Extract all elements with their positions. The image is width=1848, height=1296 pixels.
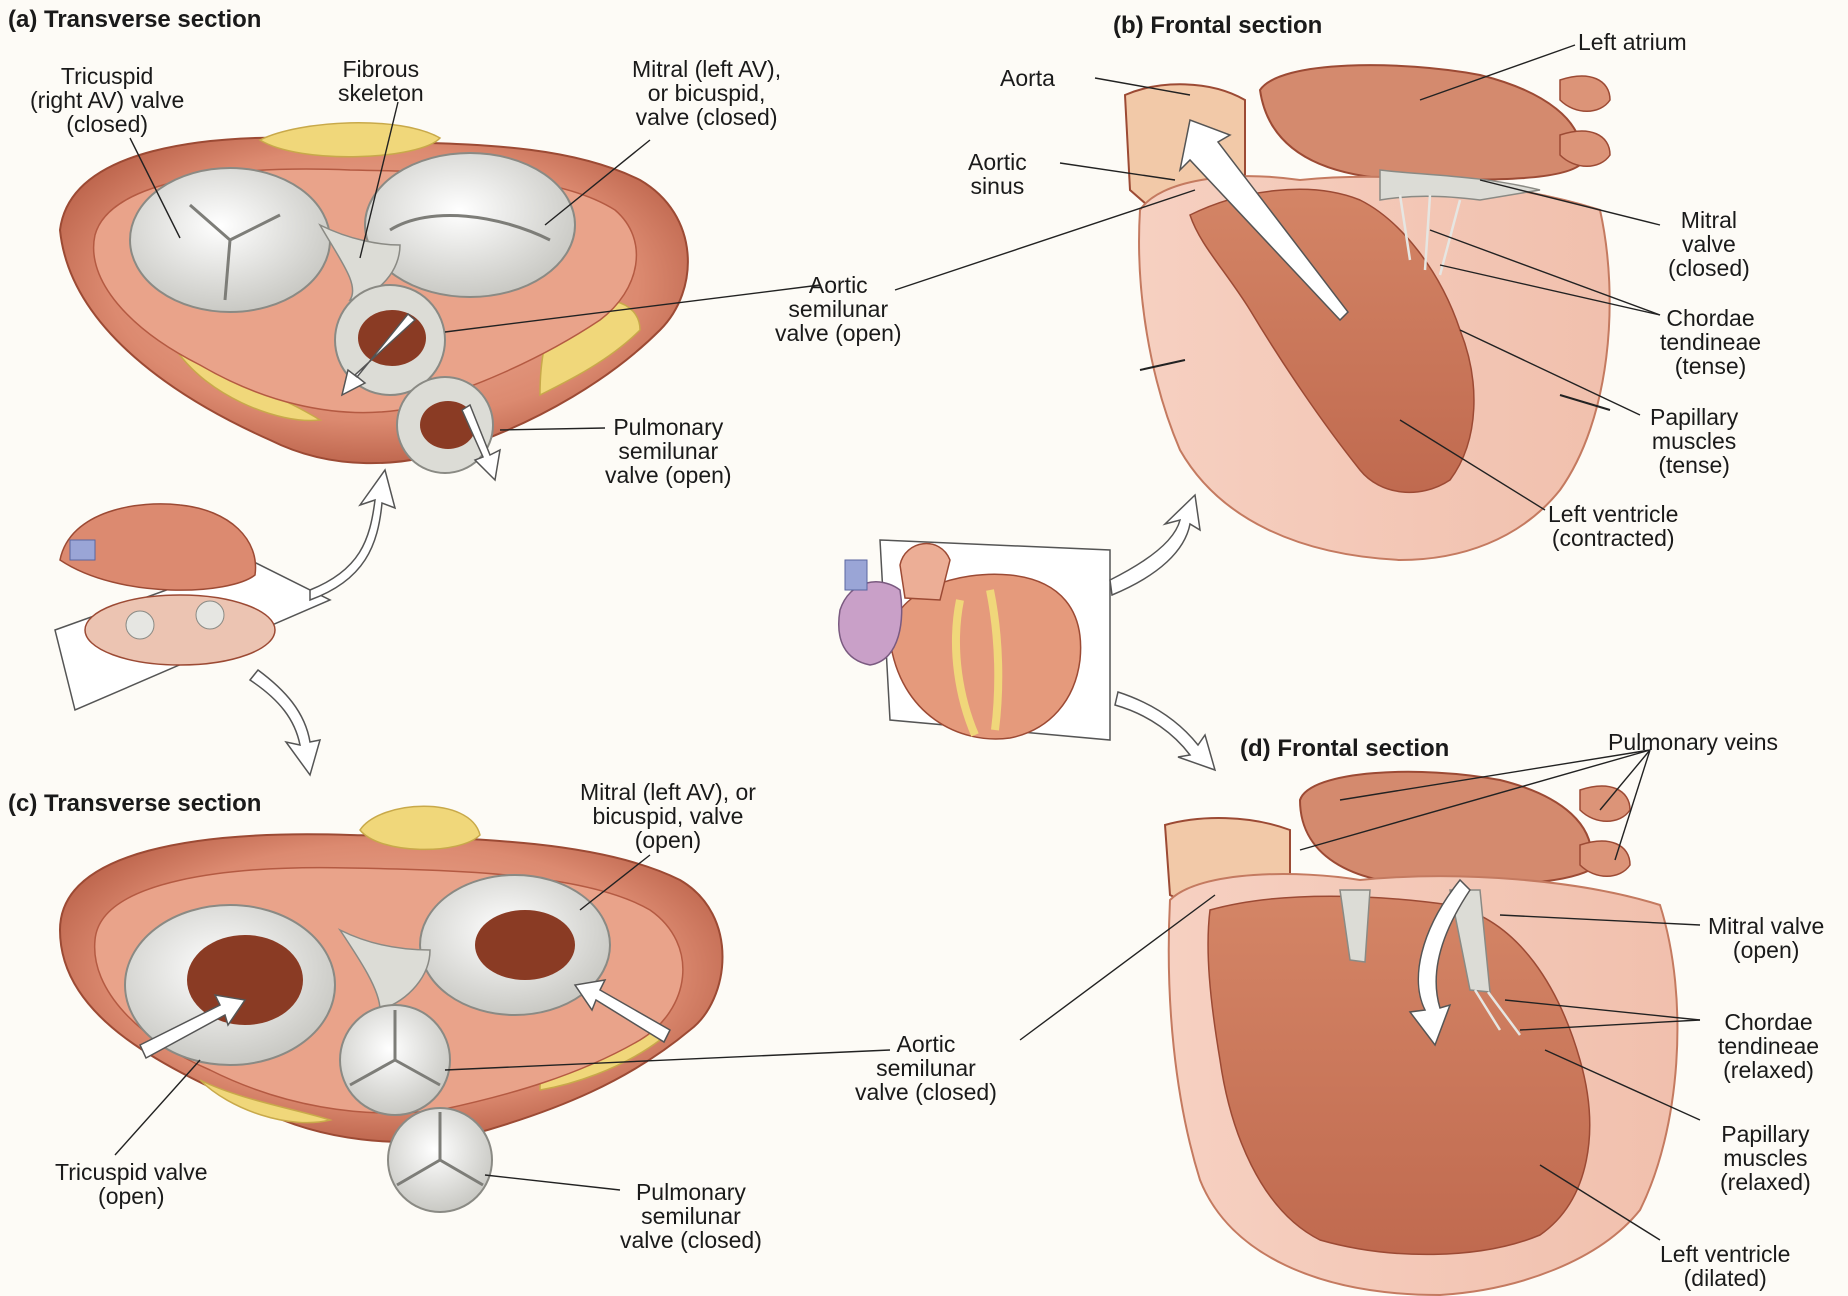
heart-transverse-cut-illustration: [55, 470, 395, 775]
mini-aorta: [900, 544, 950, 600]
panel-b-left-atrium: [1260, 65, 1581, 180]
label-b-aorta: Aorta: [1000, 66, 1055, 90]
panel-d-heart: [1165, 772, 1677, 1295]
leader-c-pulmonary: [485, 1175, 620, 1190]
label-d-left-ventricle: Left ventricle(dilated): [1660, 1242, 1790, 1290]
label-c-tricuspid: Tricuspid valve(open): [55, 1160, 208, 1208]
label-d-mitral: Mitral valve(open): [1708, 914, 1824, 962]
panel-d-title: (d) Frontal section: [1240, 735, 1449, 763]
panel-a-heart: [60, 123, 688, 480]
label-a-mitral: Mitral (left AV),or bicuspid,valve (clos…: [632, 57, 781, 129]
heart-frontal-cut-illustration: [839, 495, 1215, 770]
mini-cut-section: [85, 595, 275, 665]
tricuspid-orifice: [187, 935, 303, 1025]
panel-c-title: (c) Transverse section: [8, 790, 261, 818]
panel-c-heart: [60, 806, 723, 1212]
panel-b-title: (b) Frontal section: [1113, 12, 1322, 40]
panel-a-title: (a) Transverse section: [8, 6, 261, 34]
arrow-to-panel-c: [250, 670, 320, 775]
mini-vessel-blue: [70, 540, 95, 560]
label-a-tricuspid: Tricuspid(right AV) valve(closed): [30, 64, 184, 136]
arrow-to-panel-d: [1115, 692, 1215, 770]
mini-valve-2: [196, 601, 224, 629]
panel-d-left-atrium: [1300, 772, 1592, 885]
arrow-to-panel-a: [310, 470, 395, 600]
label-d-pulmonary-veins: Pulmonary veins: [1608, 730, 1778, 754]
mini-valve-1: [126, 611, 154, 639]
panel-b-pulmonary-vein-2: [1560, 131, 1610, 166]
arrow-to-panel-b: [1110, 495, 1200, 595]
mitral-orifice: [475, 910, 575, 980]
leader-c-tricuspid: [115, 1060, 200, 1155]
label-d-papillary: Papillarymuscles(relaxed): [1720, 1122, 1811, 1194]
mini-vessel-blue-2: [845, 560, 867, 590]
panel-b-pulmonary-vein-1: [1560, 76, 1610, 111]
panel-d-pulmonary-vein-2: [1580, 841, 1630, 876]
label-b-left-atrium: Left atrium: [1578, 30, 1687, 54]
leader-a-pulmonary: [500, 428, 605, 430]
panel-b-heart: [1125, 65, 1610, 560]
label-b-left-ventricle: Left ventricle(contracted): [1548, 502, 1678, 550]
